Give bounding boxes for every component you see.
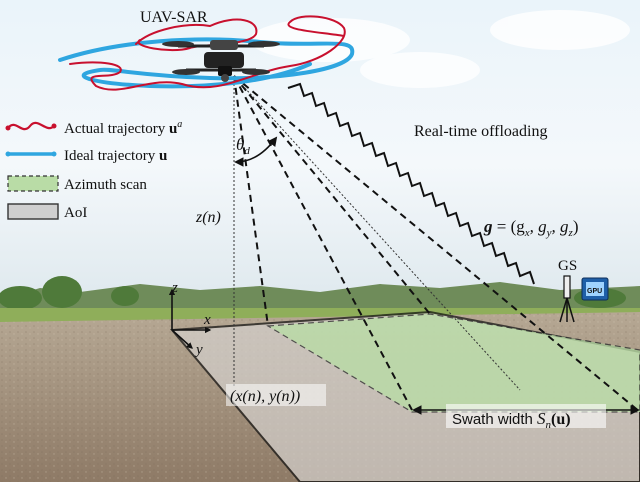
legend-actual-swatch [7,121,55,131]
actual-trajectory [69,15,346,91]
axis-z-label: z [171,280,178,296]
drone-icon [162,40,280,82]
gs-label: GS [558,258,577,274]
swath-label-bg [446,404,606,428]
tree-line [0,282,640,312]
ground-point-bg [226,384,326,406]
legend-aoi-label: AoI [64,205,87,221]
altitude-label: z(n) [195,209,221,226]
ground-station-icon [559,275,575,323]
legend-azimuth-label: Azimuth scan [64,177,147,193]
swath-label: Swath width Sn(u) [452,409,571,431]
cloud-icon [250,10,630,88]
uav-sar-title: UAV-SAR [140,9,208,26]
azimuth-scan-strip [266,313,640,413]
gs-position-label: g = (gx, gy, gz) [483,217,578,239]
gpu-label: GPU [587,288,602,295]
legend-ideal-label: Ideal trajectory u [64,148,167,164]
gpu-chip-icon: GPU [581,277,609,301]
axis-y-label: y [194,342,203,358]
angle-arc [234,136,278,167]
axis-x-label: x [203,312,211,328]
legend-actual-label: Actual trajectory ua [64,119,182,137]
offloading-signal [287,82,535,285]
theta-label: θd [236,135,250,157]
radar-beam [233,75,640,413]
ground-point-label: (x(n), y(n)) [230,388,300,405]
slant-line [233,75,521,391]
coordinate-axes [168,288,212,349]
legend-azimuth-swatch [7,175,59,192]
legend: Actual trajectory ua Ideal trajectory u … [5,119,182,221]
legend-aoi-swatch [7,203,59,220]
offloading-label: Real-time offloading [414,123,547,140]
